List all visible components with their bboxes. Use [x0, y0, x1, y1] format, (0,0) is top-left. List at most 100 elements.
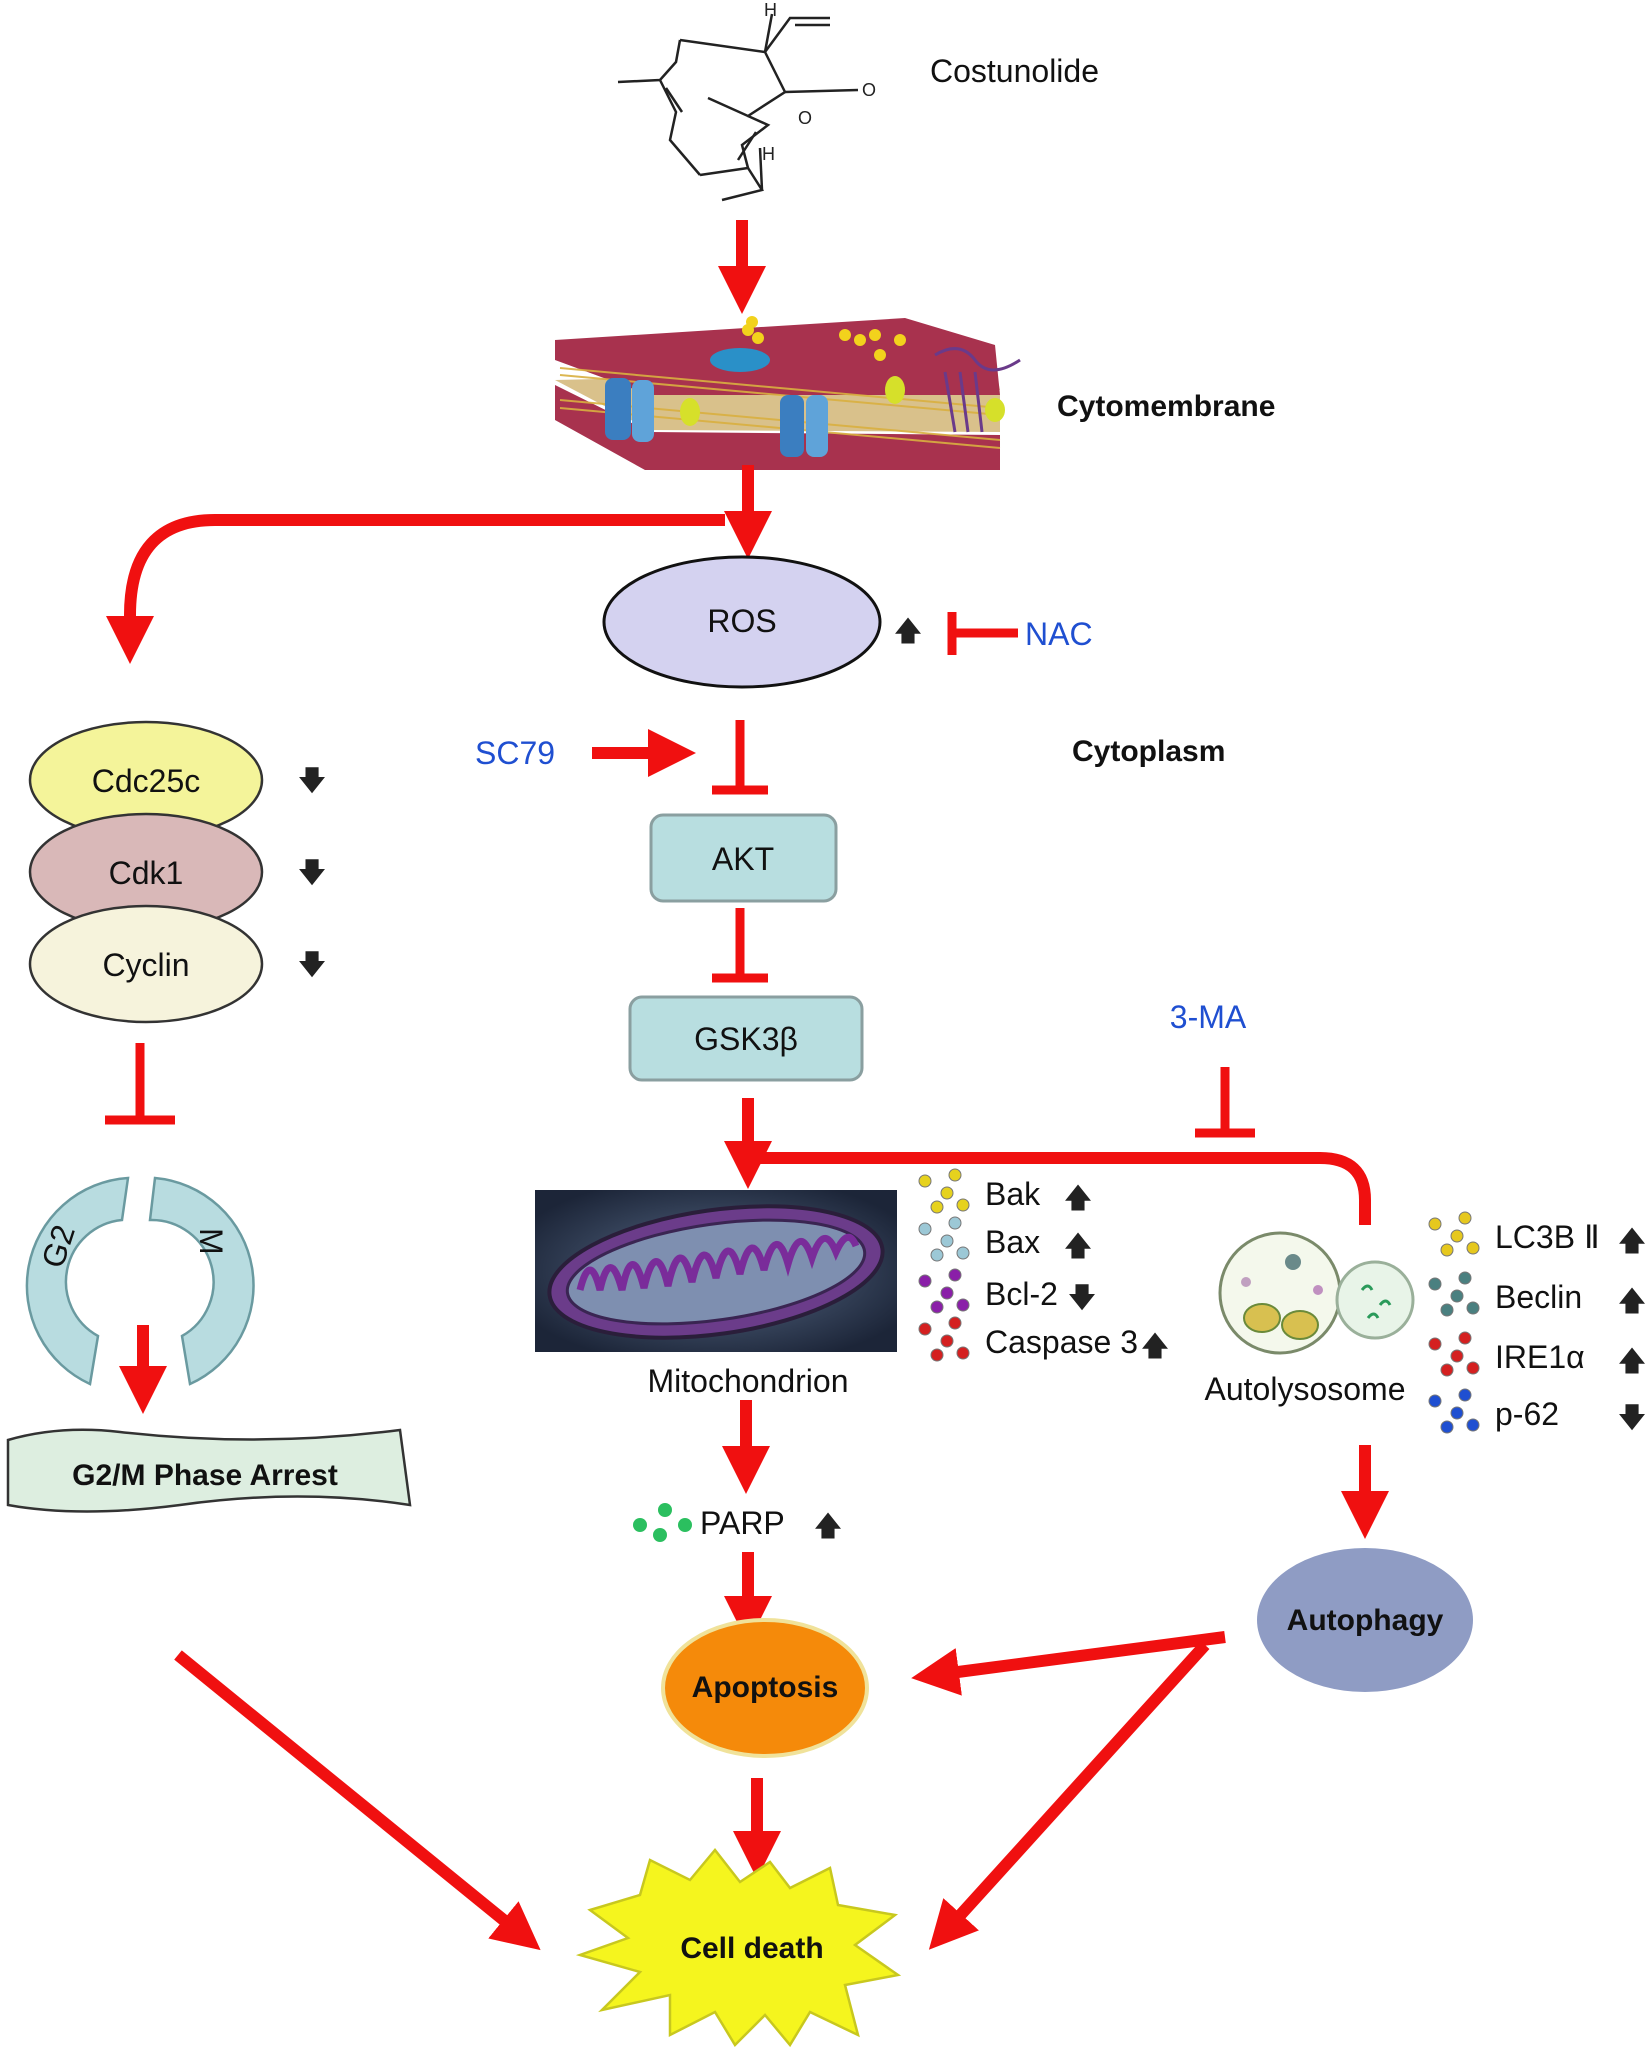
- molecule-o-ring: O: [798, 108, 812, 128]
- marker-dot: [940, 1286, 954, 1300]
- marker-label: LC3B Ⅱ: [1495, 1219, 1600, 1255]
- marker-dot: [956, 1198, 970, 1212]
- line-to-autolysosome: [758, 1152, 1371, 1225]
- marker-dot: [1466, 1301, 1480, 1315]
- marker-dot: [1450, 1229, 1464, 1243]
- marker-3: p-62🡇: [1428, 1388, 1646, 1434]
- marker-dot: [930, 1300, 944, 1314]
- parp-up-arrow: 🡅: [814, 1510, 843, 1541]
- marker-dot: [1450, 1349, 1464, 1363]
- molecule-o-carbonyl: O: [862, 80, 876, 100]
- parp-dots: [633, 1503, 692, 1542]
- marker-dot: [918, 1174, 932, 1188]
- autolysosome-illustration: [1218, 1231, 1415, 1355]
- cell-death-label: Cell death: [680, 1932, 823, 1965]
- autophagy-label: Autophagy: [1287, 1604, 1444, 1637]
- marker-dot: [940, 1186, 954, 1200]
- change-up-icon: 🡅: [1064, 1230, 1093, 1261]
- costunolide-label: Costunolide: [930, 53, 1099, 89]
- marker-dot: [948, 1216, 962, 1230]
- m-label: M: [193, 1228, 229, 1255]
- marker-dot: [940, 1334, 954, 1348]
- gsk3b-node: [628, 995, 864, 1082]
- g2m-arrest-label: G2/M Phase Arrest: [72, 1459, 338, 1492]
- marker-dot: [1440, 1243, 1454, 1257]
- marker-dot: [948, 1268, 962, 1282]
- arrow-autophagy-to-apoptosis: [911, 1631, 1226, 1696]
- three-ma-label: 3-MA: [1170, 999, 1247, 1035]
- marker-dot: [940, 1234, 954, 1248]
- cytomembrane-label: Cytomembrane: [1057, 390, 1275, 423]
- cell-death-node: [575, 1848, 902, 2048]
- costunolide-structure: [617, 13, 859, 202]
- cell-cycle-cyclin: Cyclin🡇: [28, 904, 326, 1024]
- marker-dot: [956, 1298, 970, 1312]
- change-up-icon: 🡅: [1618, 1285, 1647, 1316]
- autolysosome-label: Autolysosome: [1205, 1371, 1406, 1407]
- gsk3b-label: GSK3β: [694, 1021, 798, 1057]
- ros-label: ROS: [707, 603, 776, 639]
- arrow-membrane-to-cellcycle: [106, 514, 725, 664]
- marker-dot: [1458, 1211, 1472, 1225]
- marker-1: Beclin🡅: [1428, 1271, 1647, 1317]
- marker-dot: [930, 1248, 944, 1262]
- mitochondrion-image: [535, 1190, 897, 1352]
- marker-dot: [1440, 1303, 1454, 1317]
- ros-node: [602, 555, 882, 689]
- marker-2: Bcl-2🡇: [918, 1268, 1096, 1314]
- ros-up-arrow: 🡅: [894, 615, 923, 646]
- inhibition-marks: [105, 612, 1255, 1138]
- marker-dot: [1466, 1241, 1480, 1255]
- marker-dot: [1440, 1363, 1454, 1377]
- change-up-icon: 🡅: [1141, 1330, 1170, 1361]
- marker-0: LC3B Ⅱ 🡅: [1428, 1211, 1647, 1257]
- marker-label: Bak: [985, 1176, 1041, 1212]
- marker-label: Bcl-2: [985, 1276, 1058, 1312]
- akt-label: AKT: [712, 841, 774, 877]
- marker-dot: [918, 1222, 932, 1236]
- autophagy-markers: LC3B Ⅱ🡅Beclin🡅IRE1α🡅p-62🡇: [1428, 1211, 1647, 1434]
- marker-dot: [1458, 1331, 1472, 1345]
- g2m-arrest-banner: [6, 1428, 412, 1513]
- marker-dot: [1428, 1337, 1442, 1351]
- marker-dot: [1440, 1420, 1454, 1434]
- marker-label: IRE1α: [1495, 1339, 1585, 1375]
- marker-label: Caspase 3: [985, 1324, 1138, 1360]
- marker-dot: [1428, 1217, 1442, 1231]
- change-down-icon: 🡇: [298, 857, 327, 888]
- apoptosis-node: [661, 1618, 869, 1758]
- change-up-icon: 🡅: [1064, 1182, 1093, 1213]
- change-up-icon: 🡅: [1618, 1225, 1647, 1256]
- marker-dot: [930, 1200, 944, 1214]
- marker-dot: [948, 1168, 962, 1182]
- autophagy-node: [1257, 1548, 1473, 1692]
- marker-label: p-62: [1495, 1396, 1559, 1432]
- cell-cycle-label: Cyclin: [102, 947, 189, 983]
- marker-dot: [1466, 1418, 1480, 1432]
- marker-dot: [1428, 1277, 1442, 1291]
- change-down-icon: 🡇: [298, 765, 327, 796]
- g2m-ring: [25, 1176, 255, 1386]
- arrow-arrest-to-celldeath: [174, 1650, 541, 1951]
- marker-dot: [956, 1246, 970, 1260]
- cell-cycle-label: Cdk1: [109, 855, 184, 891]
- molecule-h-bottom: H: [762, 144, 775, 164]
- marker-dot: [1450, 1406, 1464, 1420]
- marker-0: Bak 🡅: [918, 1168, 1093, 1214]
- marker-1: Bax🡅: [918, 1216, 1093, 1262]
- marker-dot: [1450, 1289, 1464, 1303]
- marker-dot: [930, 1348, 944, 1362]
- change-up-icon: 🡅: [1618, 1345, 1647, 1376]
- arrow-autophagy-to-celldeath: [928, 1640, 1210, 1950]
- apoptosis-label: Apoptosis: [692, 1671, 839, 1704]
- mitochondrial-markers: Bak🡅Bax🡅Bcl-2🡇Caspase 3🡅: [918, 1168, 1170, 1362]
- marker-3: Caspase 3🡅: [918, 1316, 1170, 1362]
- nac-label: NAC: [1025, 616, 1093, 652]
- marker-dot: [948, 1316, 962, 1330]
- cell-cycle-label: Cdc25c: [92, 763, 201, 799]
- parp-label: PARP: [700, 1505, 785, 1541]
- sc79-label: SC79: [475, 735, 555, 771]
- marker-dot: [918, 1322, 932, 1336]
